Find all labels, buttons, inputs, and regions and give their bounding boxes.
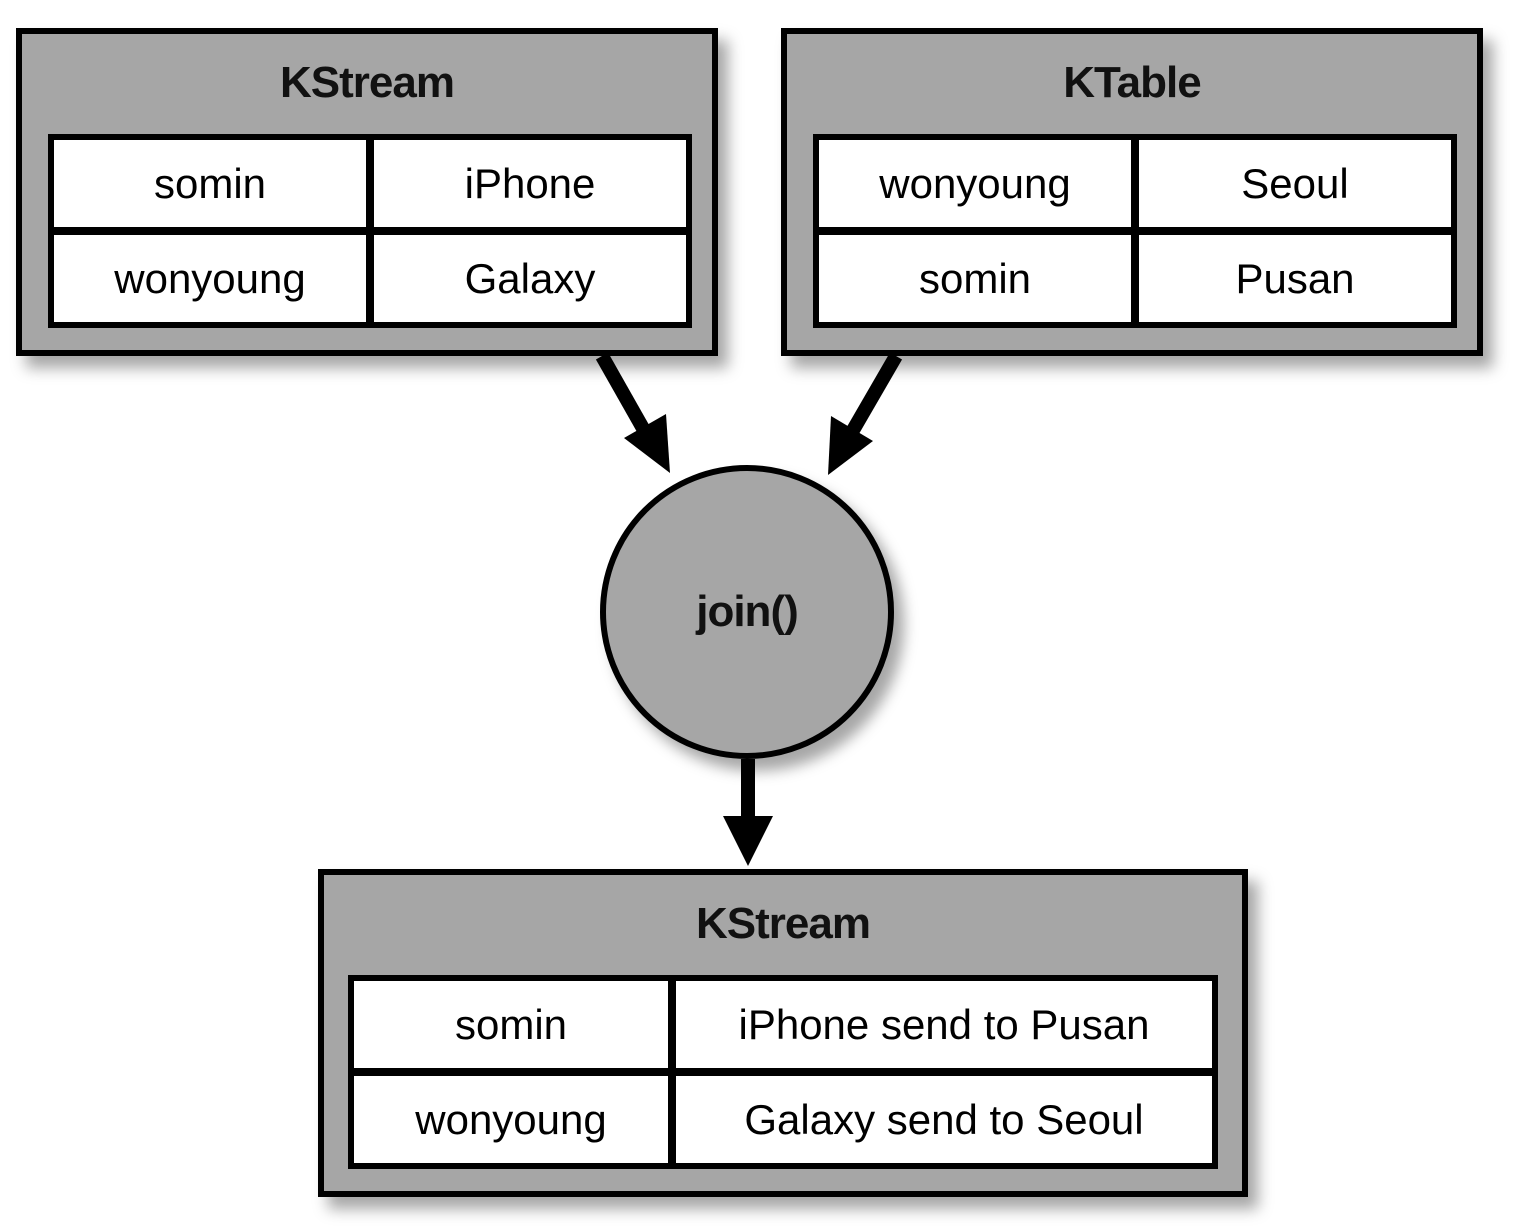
table-cell-value: iPhone send to Pusan (676, 981, 1212, 1068)
table-cell-key: somin (354, 981, 668, 1068)
arrowhead-kstream (624, 414, 670, 473)
table-cell-value: Galaxy (374, 235, 686, 322)
join-operation-node: join() (600, 465, 894, 759)
table-cell-value: Pusan (1139, 235, 1451, 322)
table-cell-key: wonyoung (54, 235, 366, 322)
table-cell-value: Galaxy send to Seoul (676, 1076, 1212, 1163)
input-kstream-title: KStream (280, 58, 455, 107)
input-ktable-table: wonyoung Seoul somin Pusan (813, 134, 1457, 328)
table-cell-value: iPhone (374, 140, 686, 227)
arrowhead-output (723, 816, 773, 866)
arrow-kstream-to-join (595, 352, 652, 436)
table-cell-key: wonyoung (354, 1076, 668, 1163)
input-ktable-box: KTable wonyoung Seoul somin Pusan (781, 28, 1483, 356)
input-kstream-table: somin iPhone wonyoung Galaxy (48, 134, 692, 328)
table-cell-key: somin (54, 140, 366, 227)
input-kstream-box: KStream somin iPhone wonyoung Galaxy (16, 28, 718, 356)
table-cell-value: Seoul (1139, 140, 1451, 227)
join-label: join() (696, 587, 799, 636)
output-kstream-title: KStream (696, 899, 871, 948)
arrow-ktable-to-join (845, 352, 903, 436)
output-kstream-table: somin iPhone send to Pusan wonyoung Gala… (348, 975, 1218, 1169)
table-cell-key: wonyoung (819, 140, 1131, 227)
input-ktable-title: KTable (1063, 58, 1201, 107)
table-cell-key: somin (819, 235, 1131, 322)
output-kstream-box: KStream somin iPhone send to Pusan wonyo… (318, 869, 1248, 1197)
arrowhead-ktable (828, 416, 873, 475)
